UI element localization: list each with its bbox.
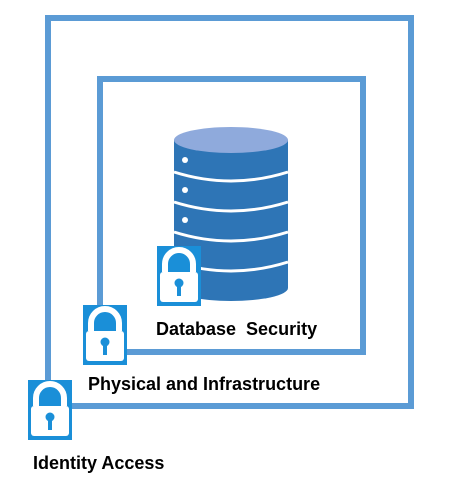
identity-access-label: Identity Access [33,453,165,473]
physical-infrastructure-label: Physical and Infrastructure [88,374,321,394]
inner-layer-frame [97,76,366,355]
outer-layer-frame [45,15,414,409]
database-icon [172,126,290,302]
database-lock-icon [157,246,201,306]
database-security-label: Database Security [156,319,318,339]
identity-lock-icon [28,380,72,440]
physical-lock-icon [83,305,127,365]
